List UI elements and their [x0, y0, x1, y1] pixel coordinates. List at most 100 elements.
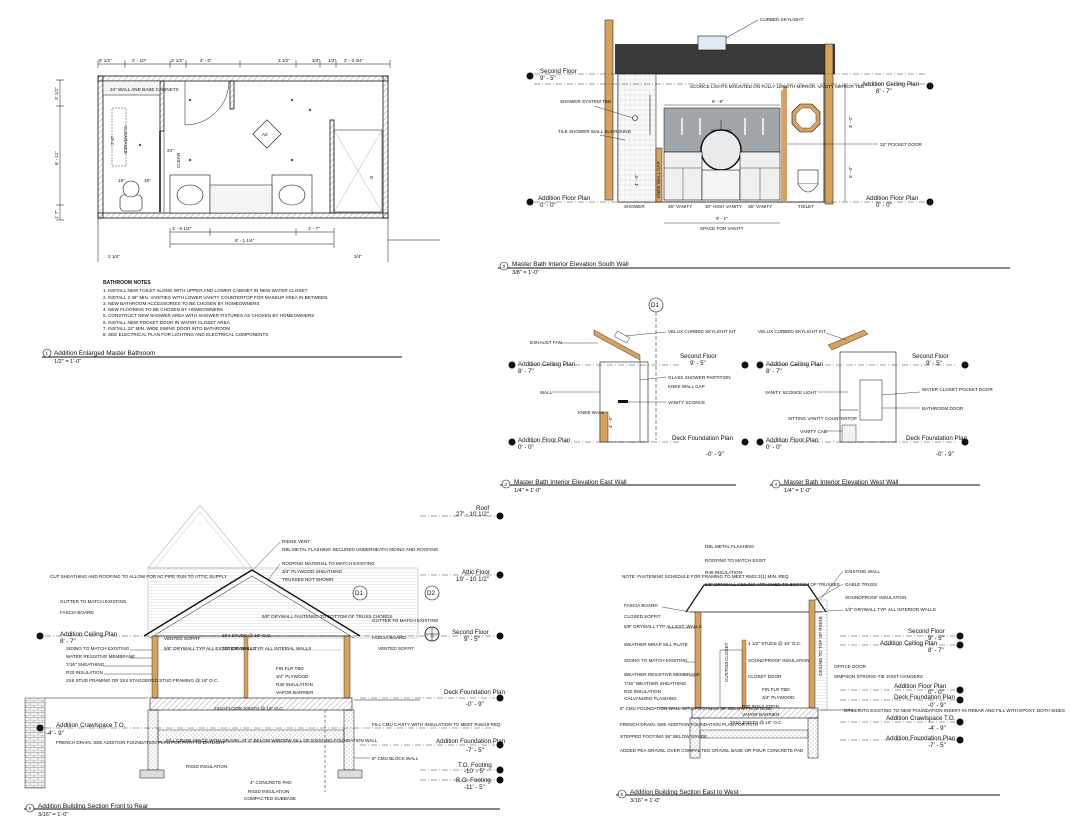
sec2-gable-truss: GABLE TRUSS — [845, 582, 877, 587]
sec2-ceiling-to-top: CEILING TO TOP OF RIDGE — [818, 616, 823, 676]
view-5-title: Addition Building Section Front to Rear — [38, 803, 149, 810]
sec2-simpson: SIMPSON STRONG-TIE JOIST HANGERS — [834, 674, 923, 679]
sec1-rigid2: RIGID INSULATION — [248, 789, 289, 794]
sec2-r30: R30 INSULATION — [742, 704, 779, 709]
plan-dim-top-7: 1/2" — [328, 58, 336, 63]
sec2-sheathing: 7/16" WEATHER SHEATHING — [624, 681, 687, 686]
view-3-number: 3 — [503, 264, 506, 269]
south-vanity2: 36" VANITY — [748, 204, 772, 209]
view-title-4: 4 Master Bath Interior Elevation West Wa… — [770, 479, 980, 494]
sec1-found: Addition Foundation Plan — [436, 738, 506, 745]
sec1-marker-d2: D2 — [427, 590, 435, 597]
sec2-deck: Deck Foundation Plan — [894, 694, 955, 701]
sec1-sheathing: 7/16" SHEATHING — [66, 662, 105, 667]
sec1-to-footing-el: -10' - 5" — [464, 768, 485, 775]
view-3-title: Master Bath Interior Elevation South Wal… — [512, 261, 629, 268]
sec2-crawl-el: -4' - 9" — [928, 725, 946, 732]
south-dim-left: 4' - 0" — [634, 174, 639, 186]
south-shower-label: SHOWER — [624, 204, 645, 209]
west-second-floor-el: 9' - 5" — [926, 360, 942, 367]
sec1-to-footing: T.O. Footing — [458, 762, 492, 769]
plan-label-clear: CLEAR — [176, 152, 181, 168]
east-skylight-kit: VELUX CURBED SKYLIGHT KIT — [668, 329, 736, 334]
sec2-drywall-ext: 5/8" DRYWALL TYP ALL EXT. WALLS — [624, 624, 702, 629]
view-2-scale: 1/4" = 1'-0" — [514, 488, 541, 494]
south-level-floor-right: Addition Floor Plan — [866, 195, 919, 202]
south-sconce-note: SCONCE LIGHTS MOUNTED ON FULLY LENGTH MI… — [690, 84, 865, 89]
sec1-fill-cmu: FILL CMU CAVITY WITH INSULATION TO MEET … — [372, 722, 501, 727]
sec2-weather-membrane: WEATHER RESISTIVE MEMBRANE — [624, 672, 700, 677]
plan-dim-bottom-5: 3/4" — [354, 254, 362, 259]
sec1-fill-crawl: FILL CRAWLSPACE WITH GRAVEL AT 3" BELOW … — [166, 738, 378, 743]
sec2-stepped: STEPPED FOOTING 36" BELOW GRADE — [620, 734, 707, 739]
south-level-second-floor: Second Floor — [540, 68, 577, 75]
sec2-roofing: ROOFING TO MATCH EXIST — [705, 558, 766, 563]
view-5-number: 5 — [29, 806, 32, 811]
plan-label-18: 18" — [118, 178, 125, 183]
section-east-west: CUSTOM CLOSET CEILING TO TOP OF RIDGE Se… — [620, 544, 1065, 759]
east-knee-cap: KNEE WALL CAP — [668, 384, 705, 389]
south-level-second-floor-el: 9' - 5" — [540, 75, 556, 82]
view-title-2: 2 Master Bath Interior Elevation East Wa… — [500, 479, 736, 494]
plan-dim-top-1: 5' 1/2" — [99, 58, 112, 63]
sec2-vapor: VAPOR BARRIER — [742, 712, 780, 717]
east-glass: GLASS SHOWER PARTITION — [668, 375, 731, 380]
view-6-scale: 3/16" = 1'-0" — [630, 798, 660, 804]
sec1-attic-el: 19' - 10 1/2" — [456, 576, 489, 583]
sec2-office-door: OFFICE DOOR — [834, 664, 867, 669]
south-dim-top: 8' - 8" — [712, 99, 724, 104]
south-space-vanity: SPACE FOR VANITY — [700, 226, 744, 231]
sec1-flashing: DBL METAL FLASHING SECURED UNDERNEATH SI… — [282, 547, 439, 552]
sec1-vapor: VAPOR BARRIER — [276, 690, 314, 695]
bathroom-notes-heading: BATHROOM NOTES — [103, 280, 151, 286]
sec1-fascia-right: FASCIA BOARD — [372, 635, 406, 640]
east-knee-wall: KNEE WALL — [578, 410, 605, 415]
sec1-plywood: 3/4" PLYWOOD SHEATHING — [282, 569, 343, 574]
bathroom-note-4: 4. NEW FLOORING TO BE CHOSEN BY HOMEOWNE… — [103, 307, 223, 313]
view-4-number: 4 — [775, 482, 778, 487]
sec2-floor-el: 0' - 0" — [928, 689, 944, 696]
plan-dim-left-1: 3' 1/2" — [54, 87, 59, 100]
plan-dim-top-8: 2' - 3 3/4" — [344, 58, 364, 63]
plan-label-clearance: CLEARANCE — [123, 126, 128, 154]
west-bath-door: BATHROOM DOOR — [922, 406, 964, 411]
plan-dim-left-2: 6' - 11" — [54, 151, 59, 165]
sec1-gutter-right: GUTTER TO MATCH EXISTING — [372, 618, 439, 623]
bathroom-note-1: 1. INSTALL NEW TOILET ALONG WITH UPPER A… — [103, 288, 308, 294]
view-1-title: Addition Enlarged Master Bathroom — [54, 350, 155, 357]
sec1-drywall-ext: 5/8" DRYWALL TYP ALL EXTERIOR WALLS — [164, 646, 256, 651]
sec2-soundproof2: SOUNDPROOF INSULATION — [748, 658, 809, 663]
sec2-studs: 4 1/2" STUDS @ 16" O.C. — [748, 641, 801, 646]
plan-dim-top-3: 3' 1/2" — [171, 58, 184, 63]
sec1-studs: 2X4 STUDS @ 16" O.C. — [222, 633, 272, 638]
sec2-deck-el: -0' - 9" — [928, 702, 946, 709]
plan-marker-a2: A2 — [262, 132, 268, 137]
sec2-fin-flr: FIN FLR TBD — [762, 687, 790, 692]
sec1-fin-flr: FIN FLR TBD — [276, 666, 304, 671]
east-ceiling: Addition Ceiling Plan — [518, 361, 576, 368]
south-level-floor-el: 0' - 0" — [540, 202, 556, 209]
west-deck-el: -0' - 9" — [936, 451, 954, 458]
sec1-cmu-block: 8" CMU BLOCK WALL — [372, 756, 419, 761]
sec1-gutter: GUTTER TO MATCH EXISTING — [60, 599, 127, 604]
south-knee-wall-cap: KNEE WALL CAP — [656, 161, 661, 198]
sec1-bo-footing: B.O. Footing — [456, 777, 491, 784]
west-ceiling: Addition Ceiling Plan — [766, 361, 824, 368]
east-elevation: D1 EXHAUST FAN VELUX CURBED SKYLIGHT KIT… — [508, 297, 749, 458]
plan-dim-left-3: 1' 7" — [54, 210, 59, 219]
sec1-trusses: TRUSSES NOT SHOWN — [282, 577, 333, 582]
south-pocket-door: 32" POCKET DOOR — [880, 142, 923, 147]
bathroom-notes: BATHROOM NOTES 1. INSTALL NEW TOILET ALO… — [103, 280, 403, 339]
sec1-ceiling-el: 8' - 7" — [60, 638, 76, 645]
sec2-second-el: 9' - 5" — [928, 635, 944, 642]
south-toilet: TOILET — [798, 204, 814, 209]
sec1-roof-el: 27' - 10 1/2" — [456, 511, 489, 518]
south-level-floor-right-el: 0' - 0" — [876, 202, 892, 209]
sec2-drywall-int: 1/2" DRYWALL TYP. ALL INTERIOR WALLS — [845, 607, 936, 612]
sec2-weather-wrap: WEATHER WRAP SILL PLATE — [624, 642, 688, 647]
east-deck-el: -0' - 9" — [706, 451, 724, 458]
sec1-attic: Attic Floor — [462, 569, 490, 576]
sec1-marker-d1: D1 — [355, 590, 363, 597]
sec2-cmu: 8" CMU FOUNDATION WALL WITH FOOTINGS 36"… — [620, 706, 772, 711]
